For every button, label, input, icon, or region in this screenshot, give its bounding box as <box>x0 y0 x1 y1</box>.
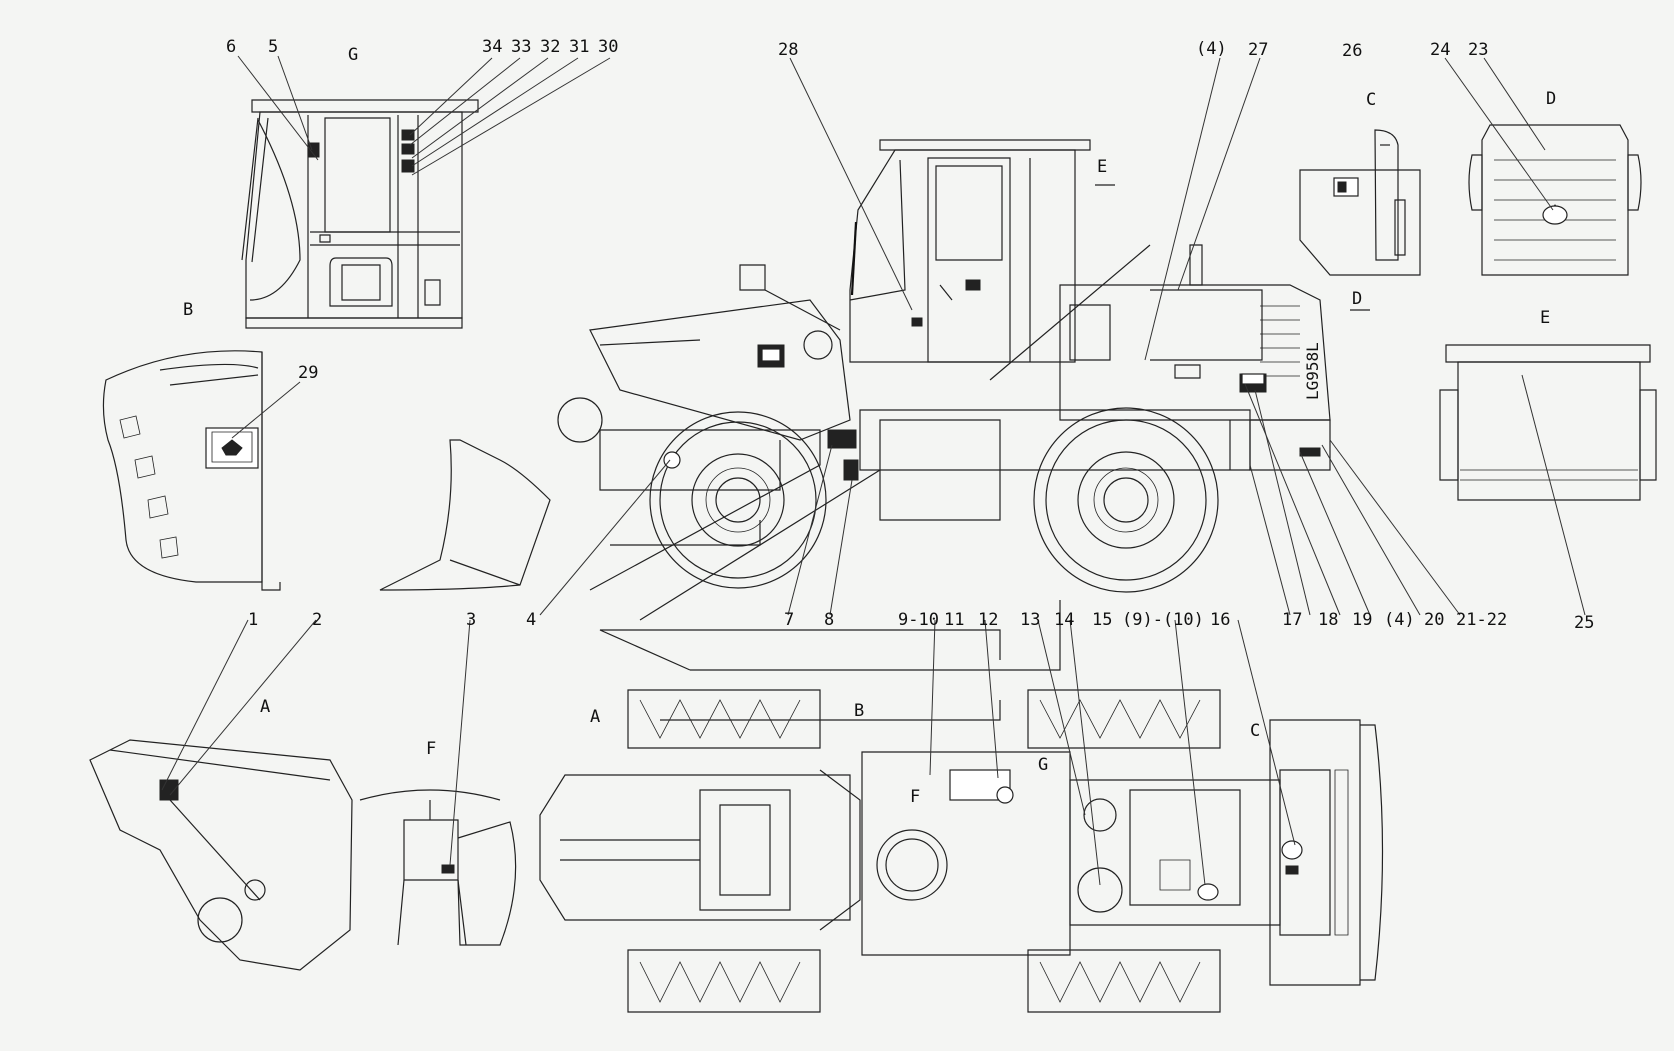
callout-20: 20 <box>1424 610 1444 630</box>
callout-30: 30 <box>598 37 618 57</box>
callout-e-arrow: E <box>1097 157 1107 177</box>
callout-5: 5 <box>268 37 278 57</box>
loader-side-view: LG958L <box>379 57 1461 621</box>
callout-13: 13 <box>1020 610 1040 630</box>
callout-b-view: B <box>854 701 864 721</box>
callout-33: 33 <box>511 37 531 57</box>
view-a-arm <box>89 619 353 971</box>
view-d-rear <box>1444 57 1642 276</box>
callout-34: 34 <box>482 37 502 57</box>
callout-21-22: 21-22 <box>1456 610 1507 630</box>
callout-11: 11 <box>944 610 964 630</box>
callout-d: D <box>1546 89 1556 109</box>
callout-g-view: G <box>1038 755 1048 775</box>
callout-a-view: A <box>590 707 600 727</box>
callout-4: 4 <box>526 610 536 630</box>
callout-25: 25 <box>1574 613 1594 633</box>
callout-c-view: C <box>1250 721 1260 741</box>
callout-12: 12 <box>978 610 998 630</box>
callout-6: 6 <box>226 37 236 57</box>
callout-32: 32 <box>540 37 560 57</box>
callout-f: F <box>426 739 436 759</box>
callout-7: 7 <box>784 610 794 630</box>
loader-top-view <box>539 600 1384 1013</box>
callout-27: 27 <box>1248 40 1268 60</box>
callout-c: C <box>1366 90 1376 110</box>
callout-18: 18 <box>1318 610 1338 630</box>
callout-8: 8 <box>824 610 834 630</box>
callout-19: 19 <box>1352 610 1372 630</box>
view-e-counterweight <box>1439 344 1657 616</box>
callout-3: 3 <box>466 610 476 630</box>
callout-24: 24 <box>1430 40 1450 60</box>
hood-model-label: LG958L <box>1303 342 1322 400</box>
callout-29: 29 <box>298 363 318 383</box>
view-c-step <box>1299 129 1421 276</box>
callout-9-10: 9-10 <box>898 610 939 630</box>
callout-1: 1 <box>248 610 258 630</box>
callout-31: 31 <box>569 37 589 57</box>
callout-16: 16 <box>1210 610 1230 630</box>
callout-e: E <box>1540 308 1550 328</box>
callout-b: B <box>183 300 193 320</box>
view-g-cab <box>237 55 611 329</box>
callout-4-top: (4) <box>1196 39 1227 59</box>
callout-9-10-paren: (9)-(10) <box>1122 610 1204 630</box>
callout-4-bottom: (4) <box>1384 610 1415 630</box>
callout-2: 2 <box>312 610 322 630</box>
callout-15: 15 <box>1092 610 1112 630</box>
callout-d-arrow: D <box>1352 289 1362 309</box>
callout-f-view: F <box>910 787 920 807</box>
callout-23: 23 <box>1468 40 1488 60</box>
callout-17: 17 <box>1282 610 1302 630</box>
callout-28: 28 <box>778 40 798 60</box>
callout-14: 14 <box>1054 610 1074 630</box>
view-f-steering <box>359 619 517 946</box>
view-b-bucket <box>102 350 301 591</box>
callout-a: A <box>260 697 270 717</box>
callout-26: 26 <box>1342 41 1362 61</box>
callout-g: G <box>348 45 358 65</box>
callout-labels: 6 5 G 34 33 32 31 30 28 (4) 27 26 24 23 … <box>183 37 1594 807</box>
